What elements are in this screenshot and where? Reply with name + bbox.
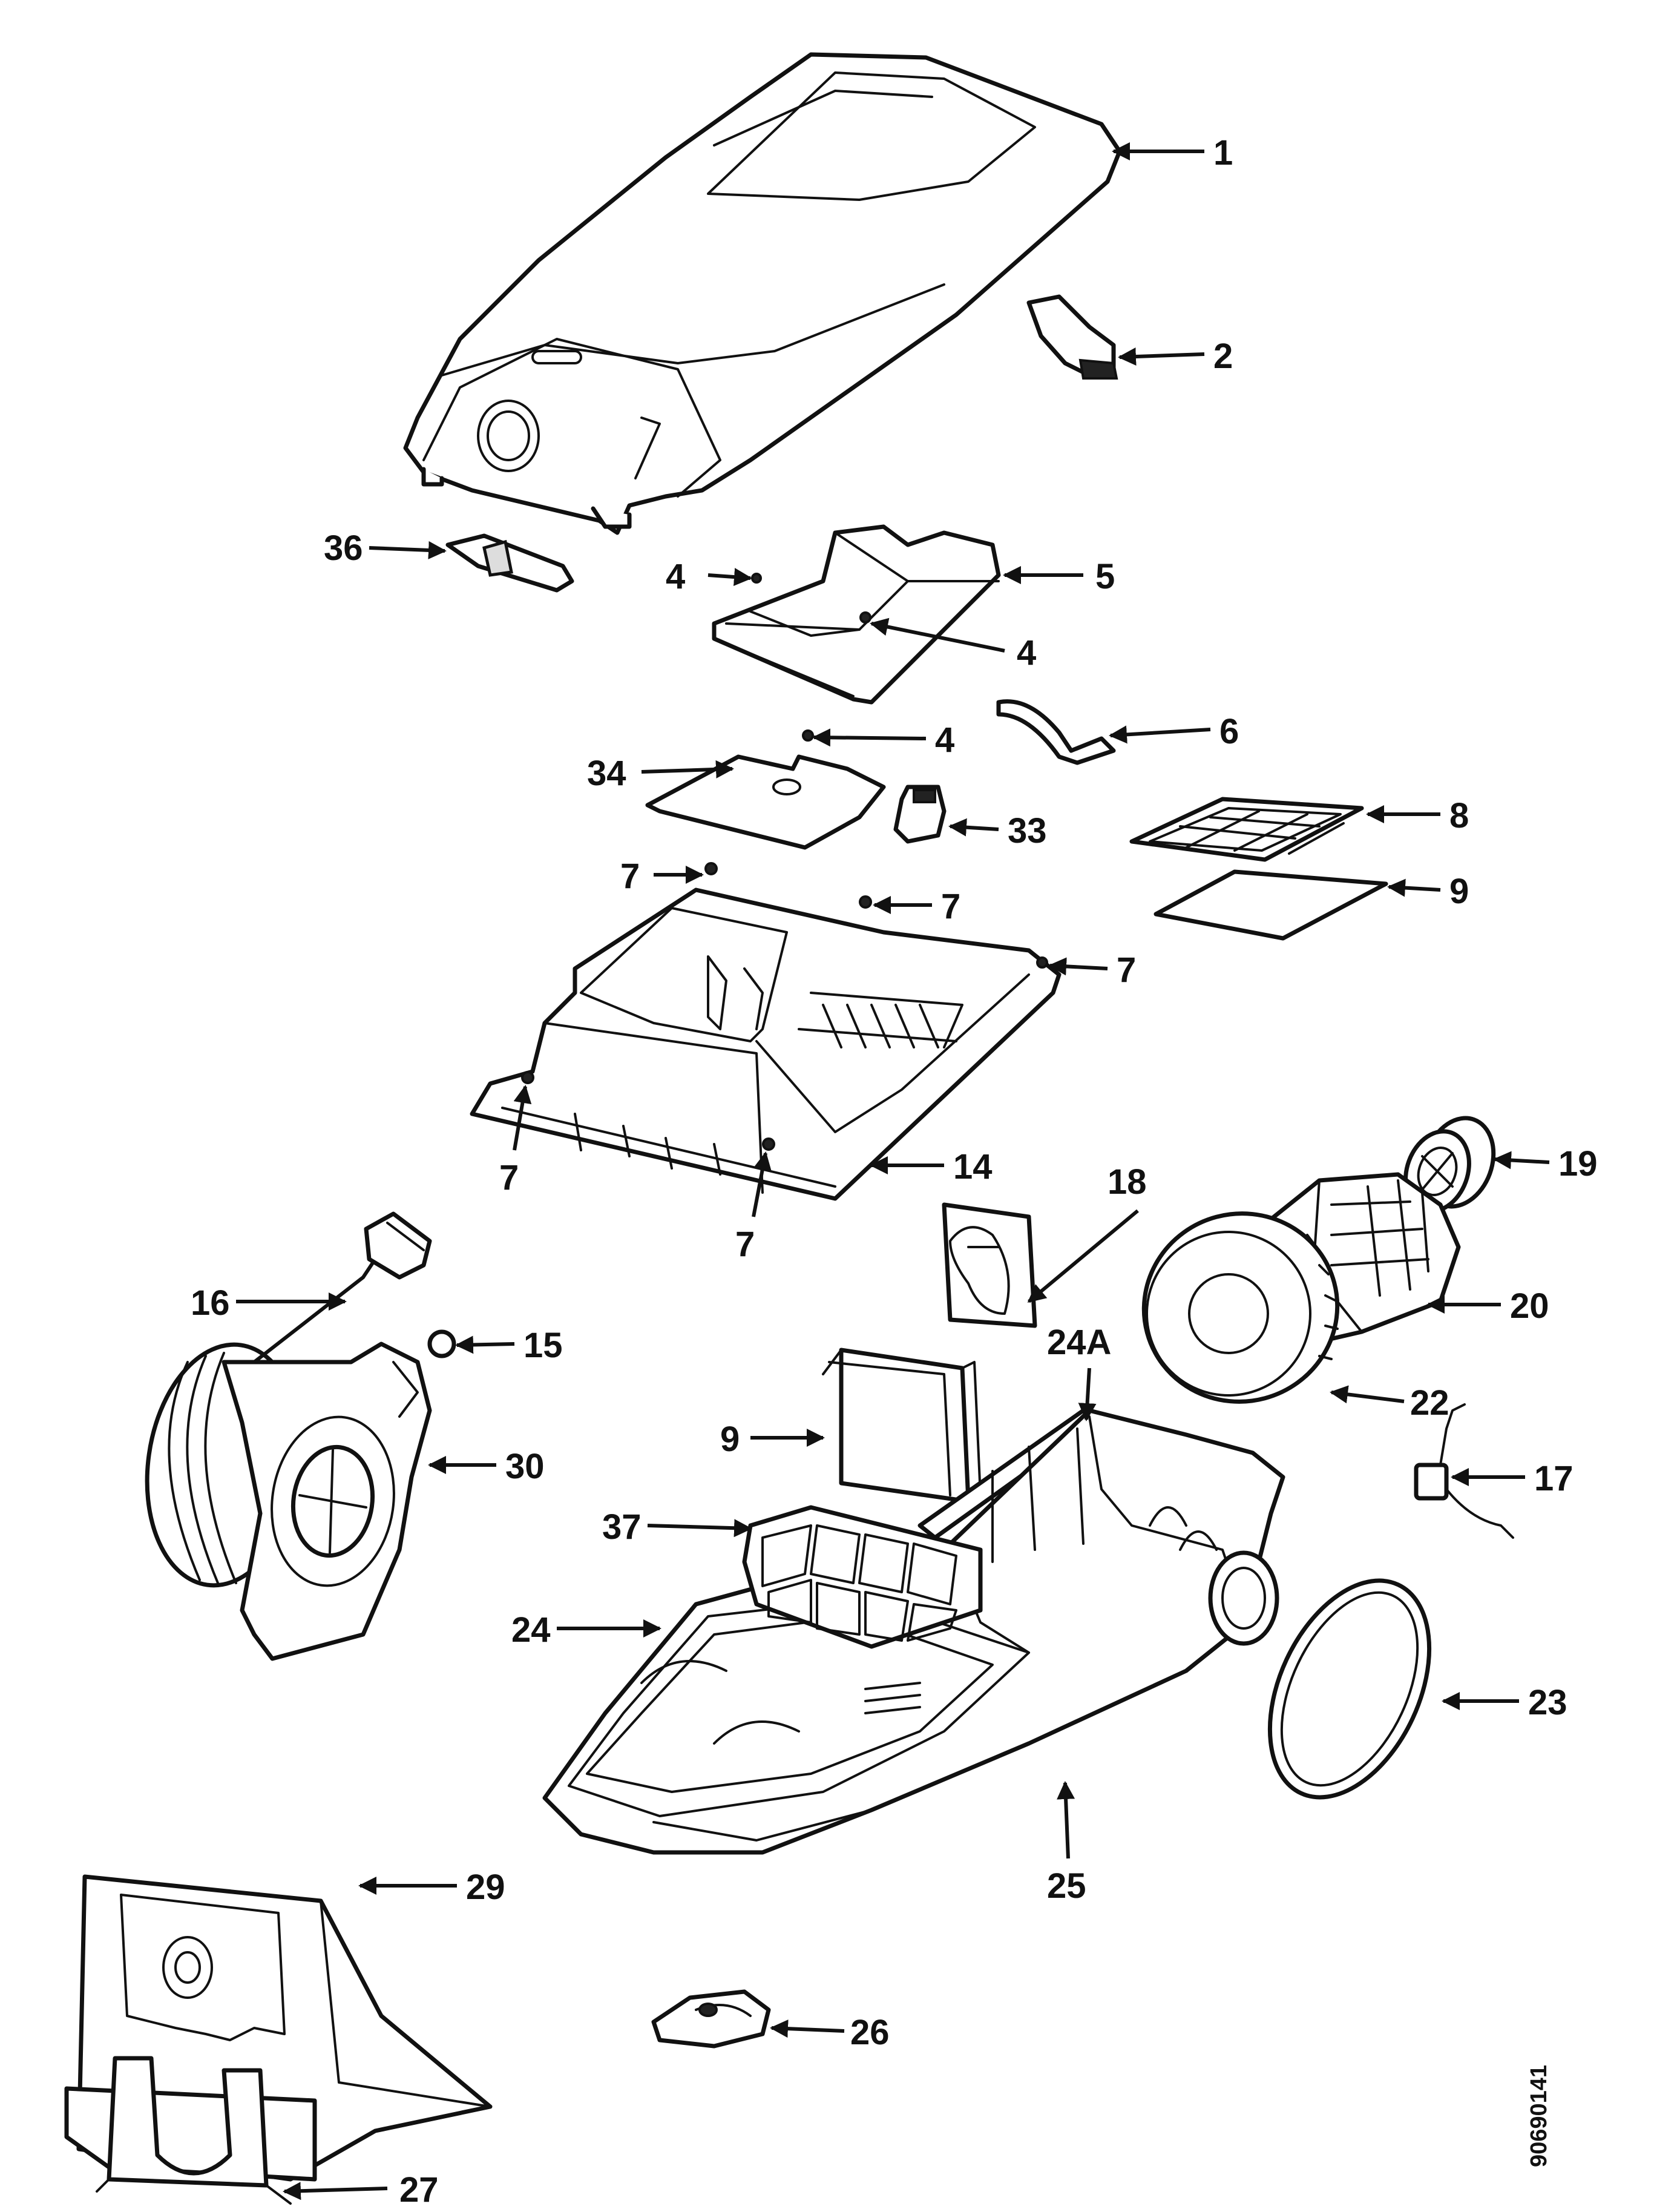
callout-18: 18 — [1108, 1162, 1147, 1202]
callout-17: 17 — [1534, 1459, 1574, 1498]
callout-24A: 24A — [1047, 1323, 1111, 1362]
part-5-control-housing — [712, 524, 1001, 705]
callout-24: 24 — [511, 1610, 551, 1650]
callout-20: 20 — [1510, 1286, 1549, 1326]
callout-29: 29 — [466, 1868, 505, 1907]
callout-7-e: 7 — [735, 1225, 755, 1264]
part-27-bag-holder — [64, 2056, 317, 2205]
callout-1: 1 — [1213, 133, 1233, 173]
callout-7-a: 7 — [620, 857, 640, 896]
callout-15: 15 — [523, 1326, 563, 1365]
callout-labels: 1 2 36 4 5 4 4 6 34 33 8 9 7 7 7 7 7 14 … — [191, 133, 1598, 2210]
part-36-connector — [445, 533, 574, 593]
part-9-filter-pad-upper — [1154, 869, 1388, 941]
callout-9-lower: 9 — [720, 1420, 740, 1459]
part-6-clip — [996, 699, 1116, 765]
drawing-code: 90690141 — [1526, 2065, 1552, 2167]
part-15-grommet — [427, 1329, 456, 1358]
part-22-motor-fan-housing — [1141, 1211, 1340, 1404]
part-9-filter-pad-lower — [822, 1348, 982, 1504]
part-26-castor — [651, 1989, 771, 2049]
callout-33: 33 — [1008, 811, 1047, 851]
leader-lines — [236, 142, 1550, 2200]
callout-8: 8 — [1449, 796, 1469, 835]
callout-26: 26 — [850, 2013, 890, 2052]
part-23-wheel — [1267, 1578, 1432, 1800]
callout-7-c: 7 — [1117, 950, 1136, 990]
callout-7-d: 7 — [499, 1158, 519, 1197]
part-14-motor-housing — [470, 862, 1062, 1201]
part-37-filter-frame — [742, 1505, 983, 1649]
callout-25: 25 — [1047, 1866, 1086, 1906]
callout-6: 6 — [1219, 712, 1239, 751]
callout-2: 2 — [1213, 337, 1233, 376]
callout-4-lower: 4 — [935, 720, 954, 760]
callout-30: 30 — [505, 1447, 545, 1486]
callout-36: 36 — [324, 528, 363, 568]
part-2-latch — [1026, 294, 1118, 380]
callout-14: 14 — [953, 1147, 993, 1187]
part-16-power-cord-plug — [253, 1211, 432, 1364]
callout-34: 34 — [587, 754, 626, 793]
callout-7-b: 7 — [941, 887, 960, 926]
callout-37: 37 — [602, 1507, 642, 1547]
part-34-insulation-sheet — [645, 729, 886, 850]
callout-27: 27 — [399, 2170, 439, 2210]
callout-23: 23 — [1528, 1683, 1567, 1722]
callout-22: 22 — [1410, 1383, 1449, 1423]
callout-9-upper: 9 — [1449, 872, 1469, 911]
part-30-cable-reel — [145, 1341, 432, 1661]
callout-4-left: 4 — [666, 557, 685, 596]
callout-19: 19 — [1558, 1144, 1598, 1183]
part-17-suppressor — [1414, 1403, 1514, 1539]
callout-5: 5 — [1095, 557, 1115, 596]
callout-4-right: 4 — [1017, 633, 1036, 673]
part-33-switch — [893, 785, 947, 844]
part-8-filter-grille — [1129, 797, 1364, 862]
callout-16: 16 — [191, 1283, 230, 1323]
part-1-top-cover — [403, 52, 1122, 535]
part-18-bracket — [942, 1202, 1037, 1328]
